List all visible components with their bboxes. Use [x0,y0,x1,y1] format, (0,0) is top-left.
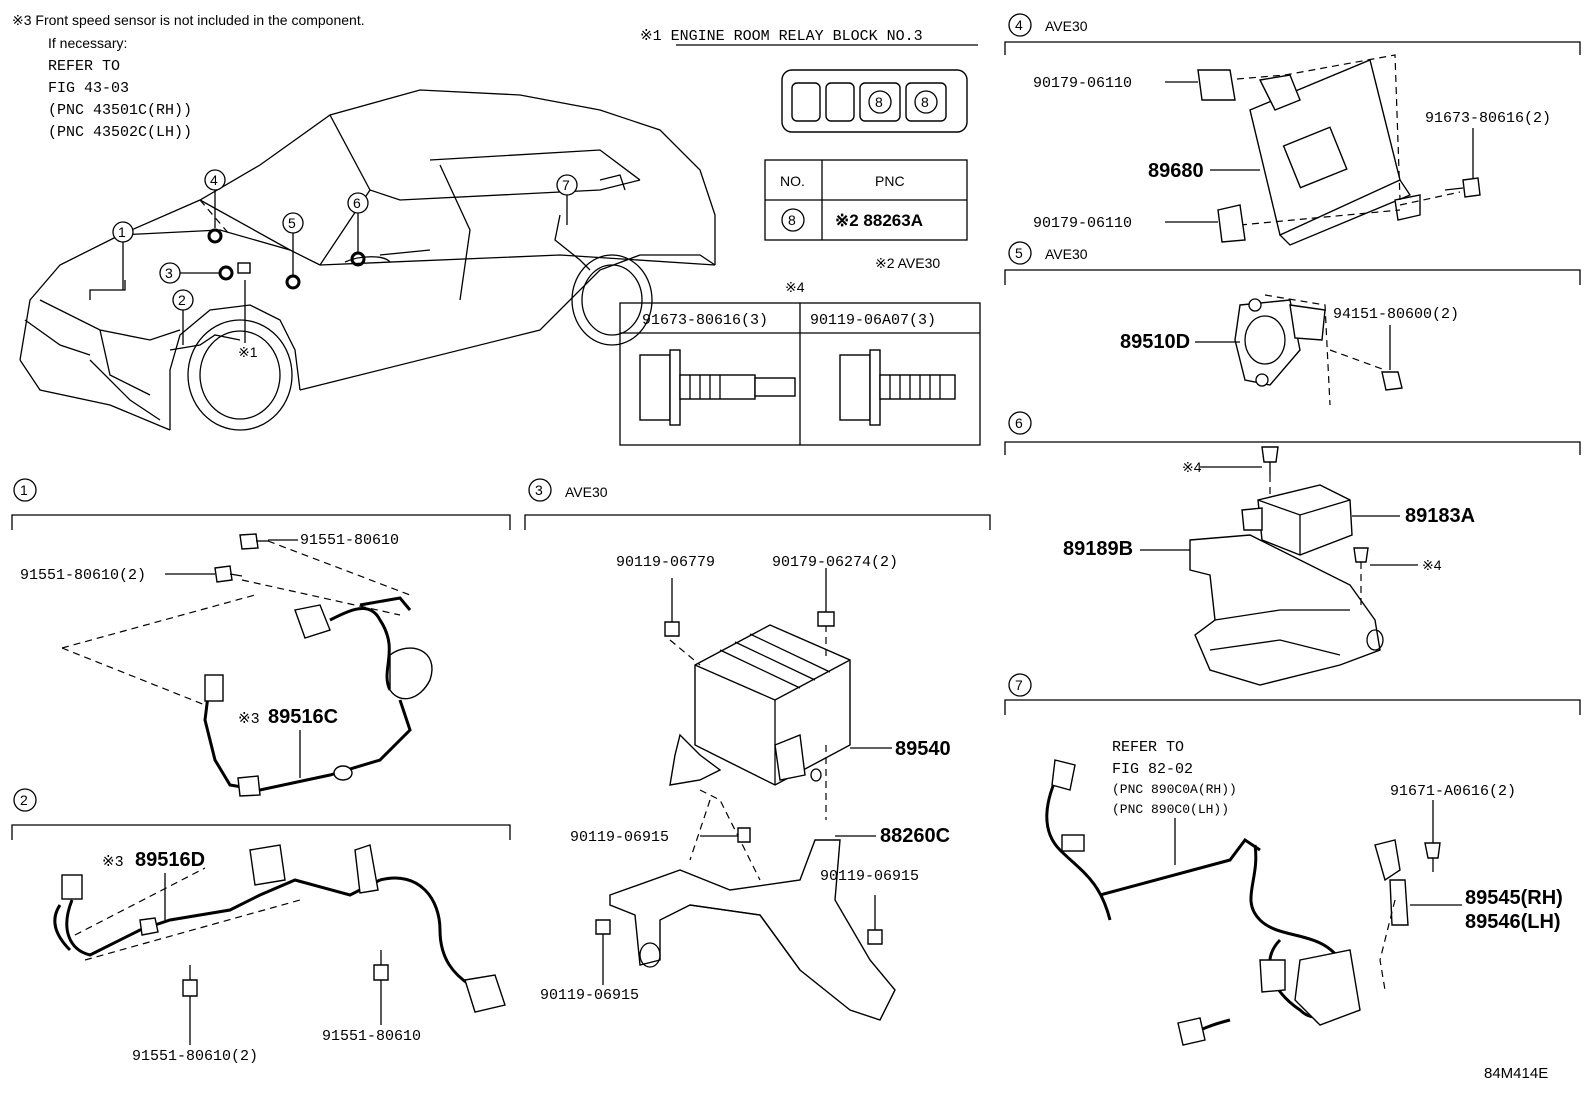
callout-3: 3 [159,262,234,284]
s5-part-94151-80600: 94151-80600(2) [1333,306,1459,323]
section-4-num: 4 [1015,17,1023,33]
s6-marker-top: ※4 [1182,459,1202,475]
section-5: 5 AVE30 89510D 94151-80600(2) [1004,241,1581,406]
s6-part-89189B: 89189B [1063,538,1133,560]
s3-part-89540: 89540 [895,738,951,760]
s1-part-89516C-prefix: ※3 [238,711,260,728]
relay-table-pnc-header: PNC [875,173,905,189]
section-6-num: 6 [1015,415,1023,431]
bolt-col1-label: 91673-80616(3) [642,312,768,329]
section-3-num: 3 [535,482,543,498]
bolt-col2-label: 90119-06A07(3) [810,312,936,329]
note-3: ※3 Front speed sensor is not included in… [12,12,365,28]
section-4: 4 AVE30 90179-06110 89680 90179-06110 91… [1004,13,1581,246]
car-relay-marker: ※1 [238,344,258,360]
relay-table-no: 8 [788,212,796,228]
svg-text:7: 7 [562,177,570,193]
callout-6: 6 [347,192,369,267]
s3-part-88260C: 88260C [880,825,950,847]
section-6: 6 ※4 89183A 89189B ※4 [1004,411,1581,686]
note-pnc-lh: (PNC 43502C(LH)) [48,124,192,141]
s7-part-91671-A0616: 91671-A0616(2) [1390,783,1516,800]
section-7: 7 REFER TO FIG 82-02 (PNC 890C0A(RH)) (P… [1004,673,1581,1046]
bolts-marker: ※4 [785,279,805,295]
s4-part-90179-06110-b: 90179-06110 [1033,215,1132,232]
section-3: 3 AVE30 90119-06779 90179-06 [524,478,991,1021]
callout-1: 1 [112,221,134,290]
svg-text:5: 5 [288,215,296,231]
svg-text:4: 4 [210,172,218,188]
section-4-ave: AVE30 [1045,18,1088,34]
s4-part-89680: 89680 [1148,160,1204,182]
s7-part-89545-rh: 89545(RH) [1465,887,1563,909]
bolt-90119-icon [839,349,956,426]
relay-ave-note: ※2 AVE30 [875,255,940,271]
s7-fig: FIG 82-02 [1112,761,1193,778]
s3-part-90119-06915-b: 90119-06915 [820,868,919,885]
s7-part-89546-lh: 89546(LH) [1465,911,1561,933]
svg-text:1: 1 [118,224,126,240]
relay-block-title: ※1 ENGINE ROOM RELAY BLOCK NO.3 [640,28,923,45]
section-5-ave: AVE30 [1045,246,1088,262]
s2-part-89516D: 89516D [135,849,205,871]
s7-refer-to: REFER TO [1112,739,1184,756]
callout-4: 4 [204,169,226,244]
s7-pnc-rh: (PNC 890C0A(RH)) [1112,782,1237,797]
svg-text:2: 2 [178,292,186,308]
s4-part-90179-06110-a: 90179-06110 [1033,75,1132,92]
s2-part-91551-80610: 91551-80610 [322,1028,421,1045]
s2-part-89516D-prefix: ※3 [102,854,124,871]
section-1-num: 1 [20,482,28,498]
s6-part-89183A: 89183A [1405,505,1475,527]
section-2-num: 2 [20,792,28,808]
section-5-num: 5 [1015,245,1023,261]
relay-table-no-header: NO. [780,173,805,189]
s1-part-91551-80610-2: 91551-80610(2) [20,567,146,584]
svg-text:6: 6 [353,195,361,211]
s5-part-89510D: 89510D [1120,331,1190,353]
note-if-necessary: If necessary: [48,35,127,51]
bolt-91673-icon [639,349,796,426]
section-7-num: 7 [1015,677,1023,693]
s3-part-90179-06274: 90179-06274(2) [772,554,898,571]
relay-slot-8b: 8 [921,94,929,110]
s1-part-91551-80610: 91551-80610 [300,532,399,549]
s3-part-90119-06915-a: 90119-06915 [570,829,669,846]
relay-table-pnc: ※2 88263A [835,211,923,230]
relay-slot-8a: 8 [875,94,883,110]
figure-code: 84M414E [1484,1065,1548,1082]
callout-2: 2 [172,289,194,345]
s1-part-89516C: 89516C [268,706,338,728]
bolts-table: ※4 91673-80616(3) 90119-06A07(3) [619,279,981,446]
section-3-ave: AVE30 [565,484,608,500]
s7-pnc-lh: (PNC 890C0(LH)) [1112,802,1229,817]
s3-part-90119-06915-c: 90119-06915 [540,987,639,1004]
note-pnc-rh: (PNC 43501C(RH)) [48,102,192,119]
car-callouts: 1 2 3 4 5 6 [112,169,578,360]
svg-text:3: 3 [165,265,173,281]
note-fig: FIG 43-03 [48,80,129,97]
note-block: ※3 Front speed sensor is not included in… [12,12,365,141]
section-2: 2 ※3 89516D 91551-80610(2) 91551-80610 [11,788,511,1065]
s3-part-90119-06779: 90119-06779 [616,554,715,571]
callout-7: 7 [556,174,578,225]
relay-block: ※1 ENGINE ROOM RELAY BLOCK NO.3 8 8 NO. … [640,28,978,271]
s4-part-91673-80616: 91673-80616(2) [1425,110,1551,127]
callout-5: 5 [282,212,304,290]
note-refer-to: REFER TO [48,58,120,75]
s6-marker-side: ※4 [1422,557,1442,573]
section-1: 1 91551-80610 91551-80610(2) ※3 89516C [11,478,511,797]
car-illustration [19,89,716,431]
s2-part-91551-80610-2: 91551-80610(2) [132,1048,258,1065]
